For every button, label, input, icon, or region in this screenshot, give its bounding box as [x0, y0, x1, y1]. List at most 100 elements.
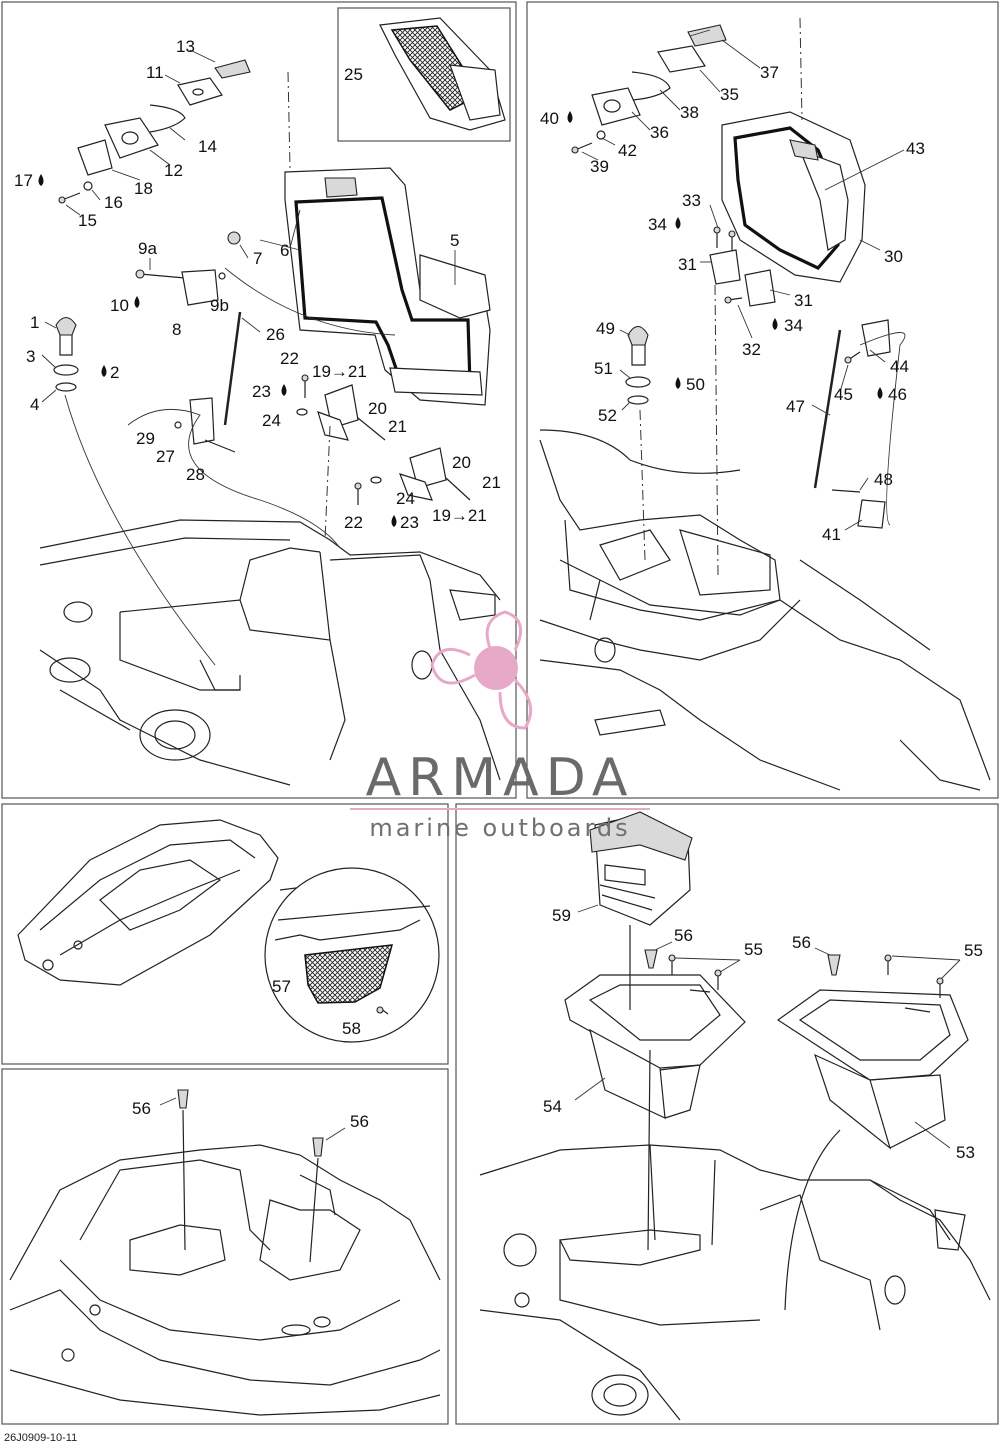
callout-59: 59 — [552, 906, 571, 925]
callout-11: 11 — [146, 63, 164, 82]
callout-54: 54 — [543, 1097, 562, 1116]
callout-42: 42 — [618, 141, 637, 160]
callout-55a: 55 — [744, 940, 763, 959]
callout-7: 7 — [253, 249, 262, 268]
callout-5: 5 — [450, 231, 459, 250]
callout-16: 16 — [104, 193, 123, 212]
callout-15: 15 — [78, 211, 97, 230]
hardware-parts-top-right — [571, 24, 891, 529]
drop-icon — [675, 217, 681, 229]
panel-top-left-frame — [1, 1, 517, 799]
callout-12: 12 — [164, 161, 183, 180]
callout-38: 38 — [680, 103, 699, 122]
top-right-hull-drawing — [539, 429, 991, 791]
panel-bottom-left-frame — [1, 1068, 449, 1425]
callout-20b: 20 — [452, 453, 471, 472]
callout-44: 44 — [890, 357, 909, 376]
callout-13: 13 — [176, 37, 195, 56]
callout-18: 18 — [134, 179, 153, 198]
drop-icon — [134, 296, 140, 308]
callout-40: 40 — [540, 109, 559, 128]
callout-51: 51 — [594, 359, 613, 378]
callout-56a: 56 — [132, 1099, 151, 1118]
callout-57: 57 — [272, 977, 291, 996]
brand-divider — [350, 808, 650, 810]
callout-22a: 22 — [280, 349, 299, 368]
callout-32: 32 — [742, 340, 761, 359]
rear-storage-lid-assembly — [721, 111, 866, 283]
storage-bins — [564, 974, 969, 1150]
callout-1: 1 — [30, 313, 39, 332]
callout-24a: 24 — [262, 411, 281, 430]
callout-48: 48 — [874, 470, 893, 489]
callout-4: 4 — [30, 395, 39, 414]
brand-tagline: marine outboards — [369, 814, 631, 842]
callout-56b: 56 — [350, 1112, 369, 1131]
callout-23a: 23 — [252, 382, 271, 401]
callout-34a: 34 — [648, 215, 667, 234]
drawing-code: 26J0909-10-11 — [4, 1432, 78, 1444]
callout-56c: 56 — [674, 926, 693, 945]
callout-6: 6 — [280, 241, 289, 260]
lid-gasket-43 — [733, 126, 840, 270]
callout-3: 3 — [26, 347, 35, 366]
callout-39: 39 — [590, 157, 609, 176]
callout-10: 10 — [110, 296, 129, 315]
inset-25-lid-mesh — [379, 17, 506, 131]
callout-2: 2 — [110, 363, 119, 382]
drop-icon — [877, 387, 883, 399]
callout-24b: 24 — [396, 489, 415, 508]
callout-34b: 34 — [784, 316, 803, 335]
callout-45: 45 — [834, 385, 853, 404]
callout-19-21b: 19→21 — [432, 506, 487, 525]
callout-49: 49 — [596, 319, 615, 338]
drop-icon — [567, 111, 573, 123]
bottom-right-hardware — [644, 949, 944, 998]
drop-icon — [772, 318, 778, 330]
callout-56d: 56 — [792, 933, 811, 952]
callout-41: 41 — [822, 525, 841, 544]
callout-14: 14 — [198, 137, 217, 156]
drop-icon — [391, 515, 397, 527]
callout-36: 36 — [650, 123, 669, 142]
inset-frame-25 — [337, 7, 511, 142]
callout-27: 27 — [156, 447, 175, 466]
callout-21b: 21 — [482, 473, 501, 492]
callout-55b: 55 — [964, 941, 983, 960]
callout-50: 50 — [686, 375, 705, 394]
callout-9a: 9a — [138, 239, 157, 258]
callout-9b: 9b — [210, 296, 229, 315]
top-left-hull-drawing — [39, 519, 501, 786]
callout-47: 47 — [786, 397, 805, 416]
bottom-left-hull-drawing — [9, 1089, 441, 1416]
drop-icon — [38, 174, 44, 186]
callout-25: 25 — [344, 65, 363, 84]
callout-46: 46 — [888, 385, 907, 404]
panel-bottom-right-frame — [455, 803, 999, 1425]
callout-23b: 23 — [400, 513, 419, 532]
panel-top-right-frame — [526, 1, 999, 799]
callout-21a: 21 — [388, 417, 407, 436]
drop-icons — [38, 111, 883, 527]
callout-20a: 20 — [368, 399, 387, 418]
callout-29: 29 — [136, 429, 155, 448]
callout-53: 53 — [956, 1143, 975, 1162]
callout-28: 28 — [186, 465, 205, 484]
top-right-leader-lines — [581, 17, 906, 576]
callout-8: 8 — [172, 320, 181, 339]
boat-overview-drawing — [17, 819, 440, 1043]
callout-19-21a: 19→21 — [312, 362, 367, 381]
callout-31a: 31 — [678, 255, 697, 274]
storage-lid-assembly — [284, 167, 491, 406]
hardware-parts-top-left — [53, 59, 471, 505]
callout-26: 26 — [266, 325, 285, 344]
callout-58: 58 — [342, 1019, 361, 1038]
callout-labels: 13 11 14 12 18 17 16 15 25 5 7 6 9a 10 9… — [14, 37, 983, 1162]
callout-52: 52 — [598, 406, 617, 425]
callout-33: 33 — [682, 191, 701, 210]
drop-icon — [101, 365, 107, 377]
brand-name: ARMADA — [365, 748, 635, 808]
drop-icon — [675, 377, 681, 389]
top-left-leader-lines — [41, 49, 456, 666]
